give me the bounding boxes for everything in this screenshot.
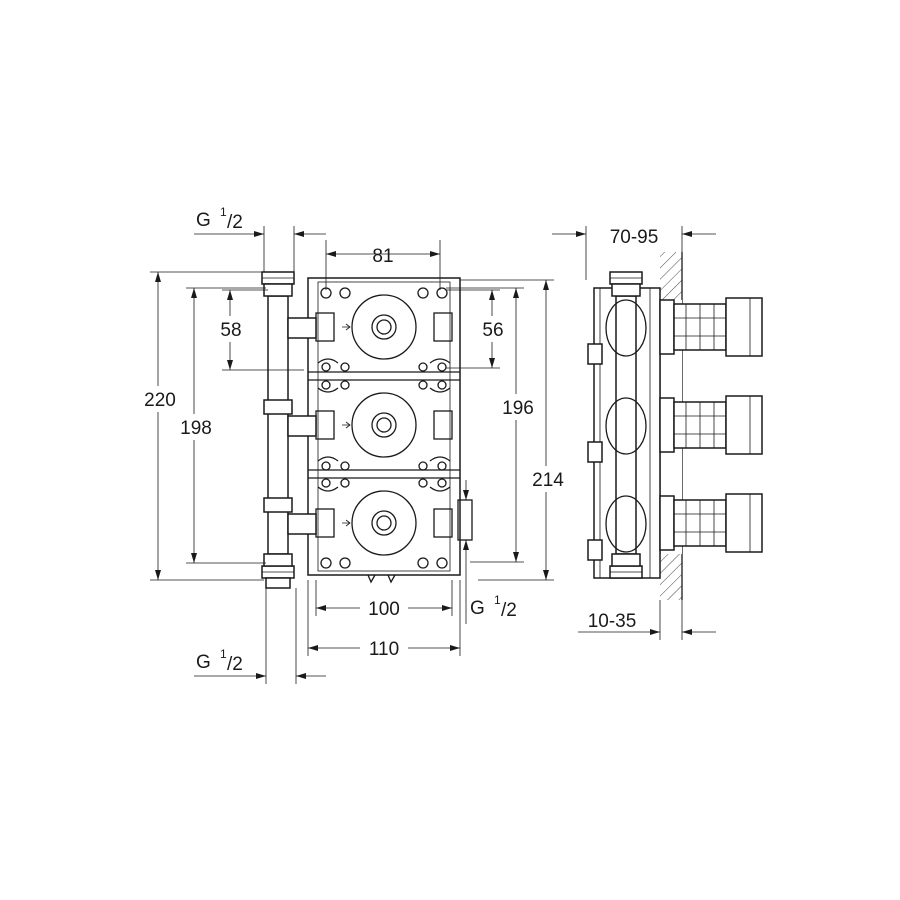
svg-text:/2: /2 bbox=[227, 654, 243, 675]
dim-width-110: 110 bbox=[307, 580, 461, 660]
valve-module-2 bbox=[315, 392, 453, 458]
dim-width-100: 100 bbox=[315, 580, 453, 620]
dim-spacing-58: 58 bbox=[212, 289, 304, 371]
dim-height-196: 196 bbox=[446, 287, 540, 563]
svg-text:G: G bbox=[196, 652, 211, 673]
side-view: 70-95 10-35 bbox=[552, 226, 763, 640]
dim-height-198: 198 bbox=[172, 287, 266, 564]
thread-bottom-left: G 1 /2 bbox=[194, 588, 326, 684]
cartridge-3 bbox=[659, 493, 763, 553]
label-196: 196 bbox=[502, 398, 534, 419]
side-valve-discs bbox=[587, 299, 647, 561]
module-separators bbox=[308, 358, 460, 492]
label-220: 220 bbox=[144, 390, 176, 411]
svg-text:G: G bbox=[470, 598, 485, 619]
label-100: 100 bbox=[368, 599, 400, 620]
dim-spacing-56: 56 bbox=[446, 289, 512, 369]
valve-module-1 bbox=[315, 294, 453, 360]
dim-depth-10-35: 10-35 bbox=[578, 600, 716, 640]
dim-depth-70-95: 70-95 bbox=[552, 226, 716, 280]
mounting-plate bbox=[307, 277, 461, 576]
label-70-95: 70-95 bbox=[610, 227, 659, 248]
label-10-35: 10-35 bbox=[588, 611, 637, 632]
label-198: 198 bbox=[180, 418, 212, 439]
label-58: 58 bbox=[220, 320, 241, 341]
dim-height-220: 220 bbox=[136, 271, 264, 581]
svg-text:/2: /2 bbox=[501, 600, 517, 621]
mounting-screws bbox=[320, 287, 448, 569]
label-110: 110 bbox=[369, 639, 399, 660]
thread-top-left: G 1 /2 bbox=[194, 205, 326, 272]
cartridge-2 bbox=[659, 395, 763, 455]
front-view: 81 220 198 bbox=[136, 205, 570, 684]
label-56: 56 bbox=[482, 320, 503, 341]
cartridge-1 bbox=[659, 297, 763, 357]
svg-text:1: 1 bbox=[494, 593, 501, 607]
label-81: 81 bbox=[372, 246, 393, 267]
thread-bottom-right: G 1 /2 bbox=[457, 480, 517, 624]
svg-text:1: 1 bbox=[220, 647, 227, 661]
svg-text:1: 1 bbox=[220, 205, 227, 219]
svg-text:/2: /2 bbox=[227, 212, 243, 233]
dim-width-81: 81 bbox=[325, 240, 441, 290]
dim-height-214: 214 bbox=[460, 279, 570, 581]
label-214: 214 bbox=[532, 470, 564, 491]
svg-text:G: G bbox=[196, 210, 211, 231]
